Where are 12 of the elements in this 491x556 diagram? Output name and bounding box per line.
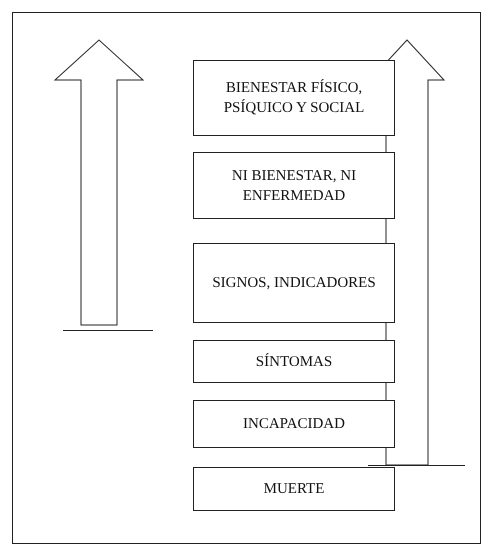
stage-box xyxy=(193,400,395,448)
stage-box xyxy=(193,243,395,323)
stage-box xyxy=(193,152,395,219)
stage-label: INCAPACIDAD xyxy=(243,415,345,434)
stage-label: SÍNTOMAS xyxy=(256,352,332,372)
stage-box xyxy=(193,60,395,136)
stage-label: BIENESTAR FÍSICO, PSÍQUICO Y SOCIAL xyxy=(222,78,366,118)
stage-label: NI BIENESTAR, NI ENFERMEDAD xyxy=(230,166,358,206)
stage-label: SIGNOS, INDICADORES xyxy=(212,274,376,293)
stage-label: MUERTE xyxy=(264,480,324,499)
stage-box xyxy=(193,467,395,511)
stage-box xyxy=(193,340,395,383)
